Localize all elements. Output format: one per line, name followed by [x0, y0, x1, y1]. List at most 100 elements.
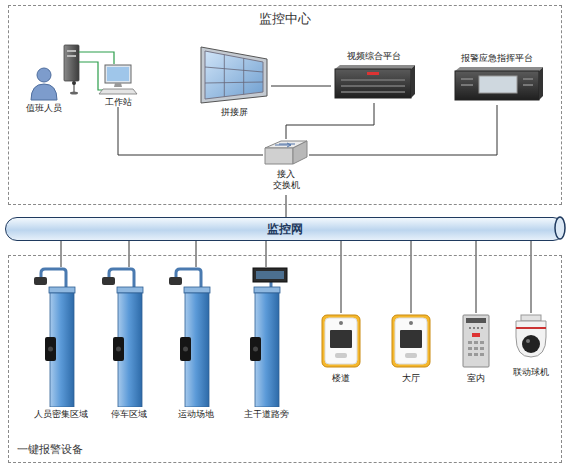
platform-icon-part	[461, 84, 473, 86]
cable-wire	[79, 62, 104, 90]
operator-icon: 值班人员	[19, 67, 69, 115]
icon-holder	[26, 267, 96, 407]
connector-line	[271, 86, 331, 87]
alarm-panel-icon-part	[473, 327, 475, 329]
person-icon-part	[37, 68, 51, 82]
band-end-ellipse	[555, 217, 565, 239]
band-end-cap	[552, 216, 566, 240]
alarm-pole-icon-part	[253, 347, 258, 352]
device-label: 大厅	[402, 373, 420, 384]
alarm-pole-icon-part	[169, 277, 182, 285]
alarm-panel-icon-part	[469, 327, 471, 329]
alarm-panel-icon-part	[325, 318, 357, 364]
dome-camera-icon-part	[516, 321, 546, 357]
icon-holder	[450, 313, 502, 371]
person-icon	[19, 67, 69, 101]
device-label: 人员密集区域	[34, 409, 88, 420]
video-wall-node: 拼接屏	[197, 45, 271, 121]
switch-icon-part	[293, 141, 307, 164]
alarm-pole-icon-part	[117, 287, 143, 293]
access-switch-node: 接入 交换机	[263, 139, 309, 195]
device-label: 拼接屏	[221, 107, 248, 118]
connector-line	[531, 241, 532, 313]
platform-icon-part	[335, 69, 411, 98]
alarm-panel-icon-part	[480, 347, 484, 350]
video-wall-icon-part	[224, 55, 225, 97]
icon-holder	[197, 45, 271, 105]
alarm-panel-icon-part	[468, 341, 472, 344]
alarm-pole-icon-part	[184, 287, 210, 293]
alarm-panel-icon-part	[395, 318, 427, 364]
computer-icon-part	[107, 67, 129, 81]
alarm-panel-icon-part	[322, 315, 360, 367]
connector-line	[266, 241, 267, 267]
alarm-panel-icon-part	[474, 353, 478, 356]
microphone-head	[72, 81, 76, 85]
video-wall-icon-part	[243, 58, 244, 94]
person-icon-part	[31, 84, 57, 100]
alarm-pole-icon-part	[113, 337, 124, 361]
alarm-panel-icon	[450, 313, 502, 371]
alarm-panel-icon-part	[335, 353, 347, 358]
network-band: 监控网	[5, 217, 565, 241]
platform-icon-part	[341, 85, 405, 87]
alarm-pole-icon-part	[180, 337, 191, 361]
connector-line	[129, 241, 130, 267]
icon-holder	[19, 67, 69, 101]
connector-line	[341, 241, 342, 313]
alarm-pole-icon-part	[250, 337, 261, 361]
alarm-pole-icon-part	[34, 277, 47, 285]
alarm-panel-icon-part	[474, 347, 478, 350]
connector-line	[411, 241, 412, 313]
icon-holder	[505, 313, 557, 365]
device-label: 接入 交换机	[263, 169, 309, 191]
platform-icon-part	[411, 65, 415, 98]
alarm-panel-icon-part	[463, 315, 489, 367]
connector-line	[476, 241, 477, 313]
alarm-platform-node: 报警应急指挥平台	[449, 53, 545, 105]
connector-line	[286, 103, 374, 139]
switch-icon-part	[275, 143, 295, 147]
computer-icon-part	[99, 89, 137, 94]
icon-holder	[95, 63, 141, 95]
alarm-panel-icon-part	[392, 315, 430, 367]
alarm-panel-icon-part	[480, 353, 484, 356]
alarm-panel-icon-part	[339, 321, 343, 325]
alarm-panel-node: 大厅	[385, 313, 437, 393]
alarm-pole-node: 人员密集区域	[26, 267, 96, 431]
alarm-panel-icon-part	[409, 321, 413, 325]
device-label: 楼道	[332, 373, 350, 384]
alarm-pole-node: 停车区域	[94, 267, 164, 431]
platform-icon-part	[455, 71, 539, 100]
connector-line	[61, 241, 62, 267]
switch-icon-part	[265, 148, 293, 164]
alarm-panel-icon-part	[477, 327, 479, 329]
alarm-panel-icon-part	[468, 347, 472, 350]
platform-icon-part	[455, 67, 543, 71]
server-tower	[64, 45, 79, 81]
computer-icon-part	[114, 83, 122, 87]
alarm-pole-node: 主干道路旁	[231, 267, 301, 431]
device-label: 视频综合平台	[347, 51, 401, 62]
video-wall-icon-part	[201, 47, 267, 103]
platform-icon-part	[341, 91, 405, 93]
platform-icon-part	[367, 72, 379, 75]
tower-slot	[67, 50, 76, 52]
dome-camera-icon	[505, 313, 557, 365]
video-wall-icon-part	[205, 82, 263, 83]
alarm-panel-icon-part	[481, 327, 483, 329]
alarm-pole-icon-part	[48, 347, 53, 352]
alarm-panel-icon	[315, 313, 367, 371]
video-wall-icon-part	[205, 51, 263, 99]
alarm-panel-icon-part	[474, 341, 478, 344]
workstation-node: 工作站	[95, 63, 141, 107]
video-wall-icon-part	[205, 67, 263, 72]
platform-icon-part	[335, 65, 415, 69]
platform-icon	[331, 64, 417, 100]
alarm-panel-node: 室内	[450, 313, 502, 393]
device-label: 主干道路旁	[244, 409, 289, 420]
alarm-pole-icon	[94, 267, 164, 407]
connector-line	[309, 105, 497, 155]
alarm-pole-icon-part	[102, 277, 115, 285]
